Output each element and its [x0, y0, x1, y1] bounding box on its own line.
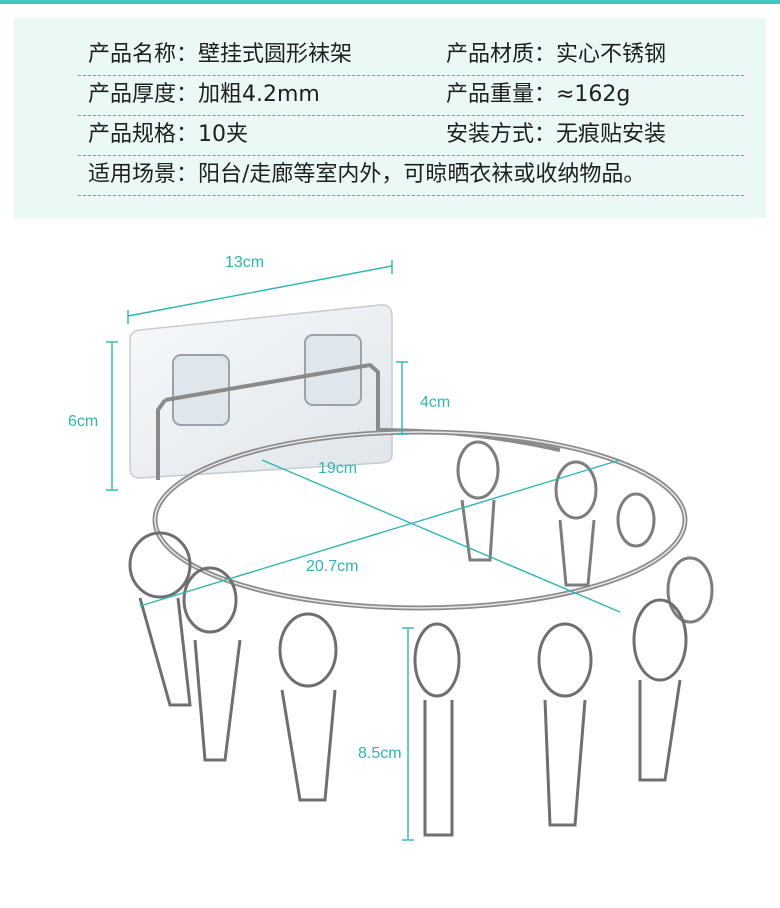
dimension-clip-length: 8.5cm [358, 745, 402, 762]
spec-size: 产品规格：10夹 [88, 122, 248, 147]
dimension-plate-height: 6cm [68, 413, 99, 430]
spec-weight: 产品重量：≈162g [446, 82, 631, 107]
dimension-ring-outer: 20.7cm [306, 558, 359, 575]
dimension-hook-depth: 4cm [420, 394, 451, 411]
spec-product-name: 产品名称：壁挂式圆形袜架 [88, 42, 353, 67]
spec-thickness: 产品厚度：加粗4.2mm [88, 82, 320, 107]
top-accent-bar [0, 0, 780, 4]
clips-front [128, 531, 688, 837]
spec-panel: 产品名称：壁挂式圆形袜架 产品材质：实心不锈钢 产品厚度：加粗4.2mm 产品重… [14, 18, 766, 218]
spec-usage: 适用场景：阳台/走廊等室内外，可晾晒衣袜或收纳物品。 [88, 162, 646, 187]
spec-row-name-material: 产品名称：壁挂式圆形袜架 产品材质：实心不锈钢 [78, 35, 744, 76]
hanger-ring [152, 429, 688, 611]
spec-row-thickness-weight: 产品厚度：加粗4.2mm 产品重量：≈162g [78, 75, 744, 116]
spec-row-usage: 适用场景：阳台/走廊等室内外，可晾晒衣袜或收纳物品。 [78, 155, 744, 196]
spec-install: 安装方式：无痕贴安装 [446, 122, 667, 147]
dimension-plate-width: 13cm [225, 254, 265, 271]
spec-material: 产品材质：实心不锈钢 [446, 42, 667, 67]
dimension-ring-inner: 19cm [318, 460, 358, 477]
rack-arm-left [156, 398, 167, 480]
clips-back [456, 440, 714, 624]
dimension-lines [106, 260, 621, 841]
spec-row-size-install: 产品规格：10夹 安装方式：无痕贴安装 [78, 115, 744, 156]
